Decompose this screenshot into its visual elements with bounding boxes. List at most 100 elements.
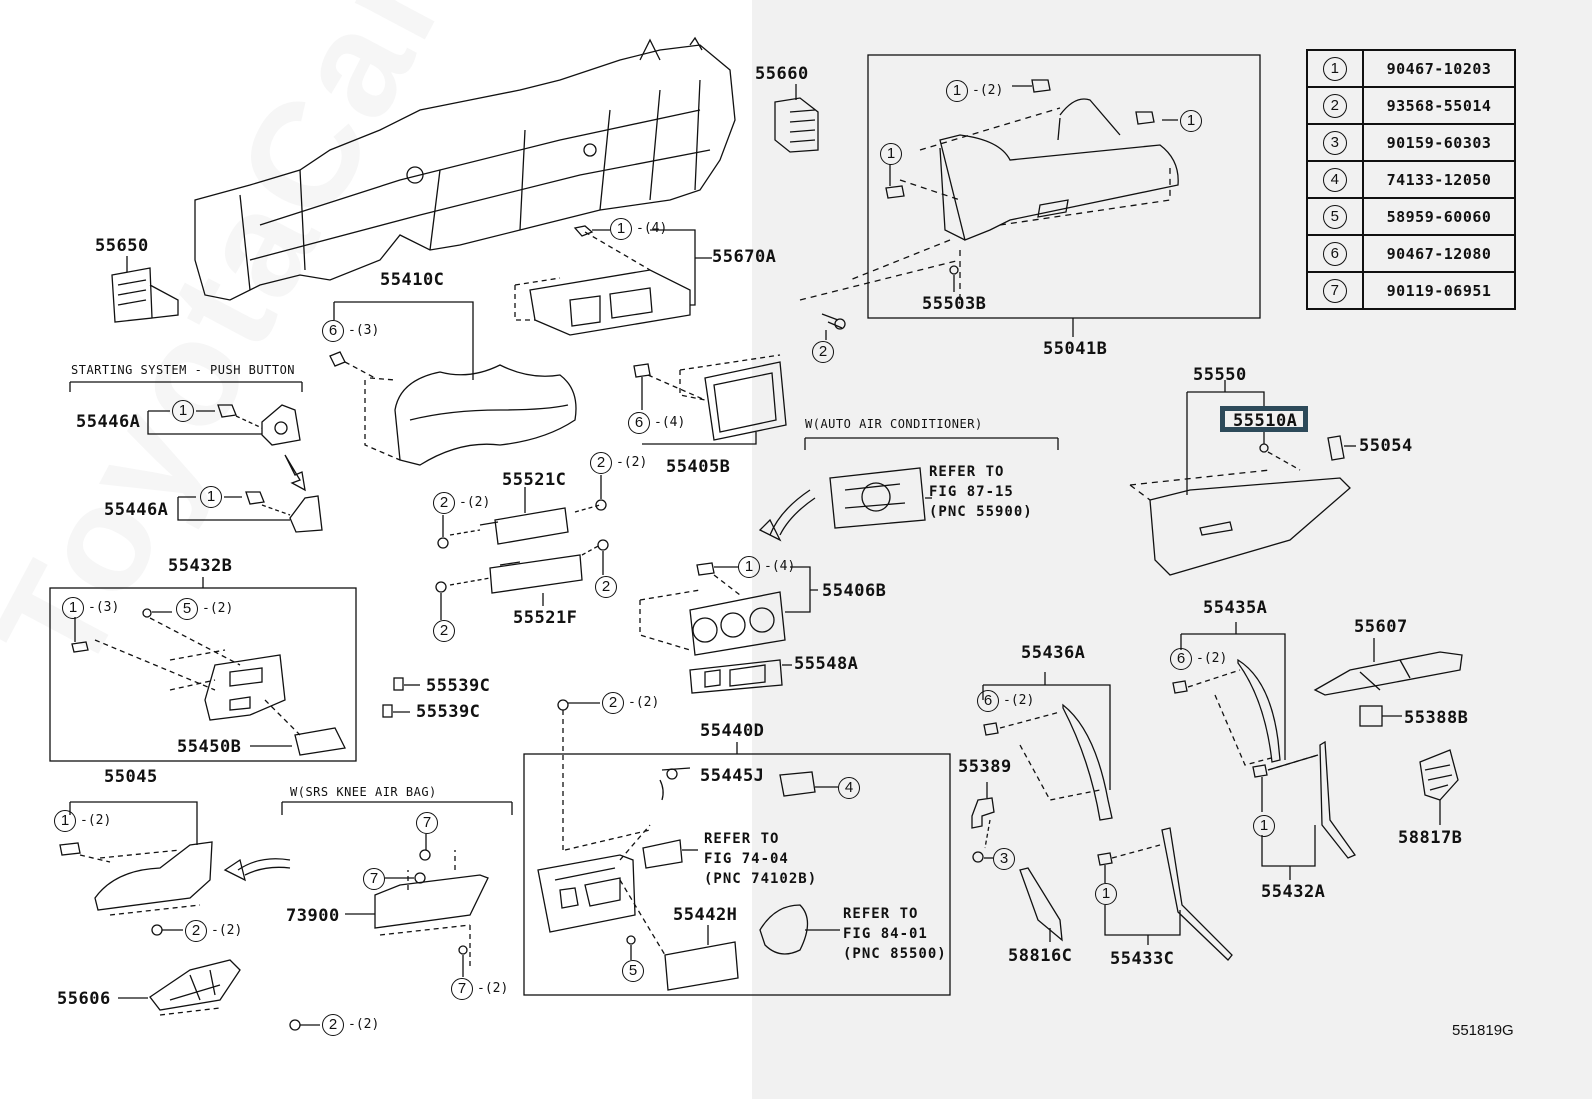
part-label[interactable]: 55445J [700, 766, 765, 786]
callout-circle[interactable]: 1 [172, 400, 194, 422]
push-button-drawing [147, 404, 323, 533]
callout-circle[interactable]: 7 [416, 812, 438, 834]
bracket-knee-airbag [281, 801, 513, 815]
callout-number-icon: 4 [1323, 167, 1347, 192]
part-label[interactable]: 55436A [1021, 643, 1086, 663]
part-label[interactable]: 55446A [104, 500, 169, 520]
part-label[interactable]: 55405B [666, 457, 731, 477]
callout-circle[interactable]: 1 [1253, 815, 1275, 837]
callout-circle[interactable]: 2 [433, 620, 455, 642]
part-label[interactable]: 55432B [168, 556, 233, 576]
legend-part-number[interactable]: 58959-60060 [1362, 197, 1516, 236]
callout-circle[interactable]: 6 [628, 412, 650, 434]
callout-circle[interactable]: 1 [610, 218, 632, 240]
callout-circle[interactable]: 2 [595, 576, 617, 598]
reference-note-fig-74-04[interactable]: REFER TO FIG 74-04 (PNC 74102B) [704, 831, 818, 887]
bolt-drawing [821, 313, 846, 340]
legend-part-number[interactable]: 90467-12080 [1362, 234, 1516, 273]
reference-note-fig-87-15[interactable]: REFER TO FIG 87-15 (PNC 55900) [929, 464, 1033, 520]
lower-dash-55440d-drawing [537, 699, 840, 991]
switch-55521c-drawing [437, 475, 607, 549]
legend-part-number[interactable]: 93568-55014 [1362, 86, 1516, 125]
part-label[interactable]: 55539C [426, 676, 491, 696]
part-label[interactable]: 55660 [755, 64, 809, 84]
callout-quantity: -(2) [348, 1017, 380, 1032]
glovebox-upper-drawing [799, 79, 1179, 301]
part-label[interactable]: 55446A [76, 412, 141, 432]
callout-circle[interactable]: 2 [602, 692, 624, 714]
part-label[interactable]: 55410C [380, 270, 445, 290]
part-label[interactable]: 55406B [822, 581, 887, 601]
part-label[interactable]: 55045 [104, 767, 158, 787]
callout-number-icon: 5 [1323, 204, 1347, 229]
callout-circle[interactable]: 5 [176, 598, 198, 620]
part-label[interactable]: 55670A [712, 247, 777, 267]
part-label[interactable]: 55388B [1404, 708, 1469, 728]
callout-circle[interactable]: 1 [1180, 110, 1202, 132]
legend-row[interactable]: 5 58959-60060 [1306, 197, 1516, 236]
callout-circle[interactable]: 6 [322, 320, 344, 342]
callout-circle[interactable]: 5 [622, 960, 644, 982]
part-label[interactable]: 55389 [958, 757, 1012, 777]
glovebox-door-55550-drawing [1129, 380, 1356, 576]
legend-key: 4 [1306, 160, 1364, 199]
callout-circle[interactable]: 1 [62, 597, 84, 619]
part-label[interactable]: 55432A [1261, 882, 1326, 902]
part-label[interactable]: 55440D [700, 721, 765, 741]
callout-quantity: -(4) [764, 559, 796, 574]
part-label[interactable]: 55521C [502, 470, 567, 490]
part-label[interactable]: 55450B [177, 737, 242, 757]
callout-circle[interactable]: 2 [590, 452, 612, 474]
part-label[interactable]: 55054 [1359, 436, 1413, 456]
callout-circle[interactable]: 1 [200, 486, 222, 508]
part-label[interactable]: 55606 [57, 989, 111, 1009]
callout-circle[interactable]: 2 [812, 341, 834, 363]
callout-circle[interactable]: 2 [322, 1014, 344, 1036]
reference-note-fig-84-01[interactable]: REFER TO FIG 84-01 (PNC 85500) [843, 906, 947, 962]
legend-part-number[interactable]: 90119-06951 [1362, 271, 1516, 310]
part-label[interactable]: 55607 [1354, 617, 1408, 637]
part-label[interactable]: 55539C [416, 702, 481, 722]
callout-circle[interactable]: 1 [54, 810, 76, 832]
callout-circle[interactable]: 6 [977, 690, 999, 712]
callout-circle[interactable]: 6 [1170, 648, 1192, 670]
vent-55660-drawing [774, 84, 819, 153]
callout-circle[interactable]: 3 [993, 848, 1015, 870]
legend-row[interactable]: 4 74133-12050 [1306, 160, 1516, 199]
callout-circle[interactable]: 1 [880, 143, 902, 165]
part-label[interactable]: 55650 [95, 236, 149, 256]
part-label[interactable]: 55041B [1043, 339, 1108, 359]
legend-part-number[interactable]: 90467-10203 [1362, 49, 1516, 88]
part-label[interactable]: 55435A [1203, 598, 1268, 618]
switch-55521f-drawing [435, 539, 609, 620]
callout-circle[interactable]: 2 [185, 920, 207, 942]
part-label[interactable]: 55433C [1110, 949, 1175, 969]
part-label[interactable]: 55550 [1193, 365, 1247, 385]
part-label[interactable]: 55503B [922, 294, 987, 314]
legend-part-number[interactable]: 90159-60303 [1362, 123, 1516, 162]
bracket-starting-system [69, 381, 303, 392]
callout-circle[interactable]: 1 [1095, 883, 1117, 905]
callout-circle[interactable]: 7 [363, 868, 385, 890]
callout-circle[interactable]: 1 [738, 556, 760, 578]
callout-circle[interactable]: 7 [451, 978, 473, 1000]
part-label[interactable]: 73900 [286, 906, 340, 926]
part-label[interactable]: 55548A [794, 654, 859, 674]
callout-circle[interactable]: 4 [838, 777, 860, 799]
figure-number: 551819G [1452, 1022, 1514, 1039]
part-label[interactable]: 58816C [1008, 946, 1073, 966]
part-label[interactable]: 55442H [673, 905, 738, 925]
part-label[interactable]: 55521F [513, 608, 578, 628]
callout-circle[interactable]: 1 [946, 80, 968, 102]
legend-part-number[interactable]: 74133-12050 [1362, 160, 1516, 199]
callout-quantity: -(2) [211, 923, 243, 938]
part-label[interactable]: 58817B [1398, 828, 1463, 848]
callout-circle[interactable]: 2 [433, 492, 455, 514]
part-label-highlighted[interactable]: 55510A [1233, 411, 1298, 431]
